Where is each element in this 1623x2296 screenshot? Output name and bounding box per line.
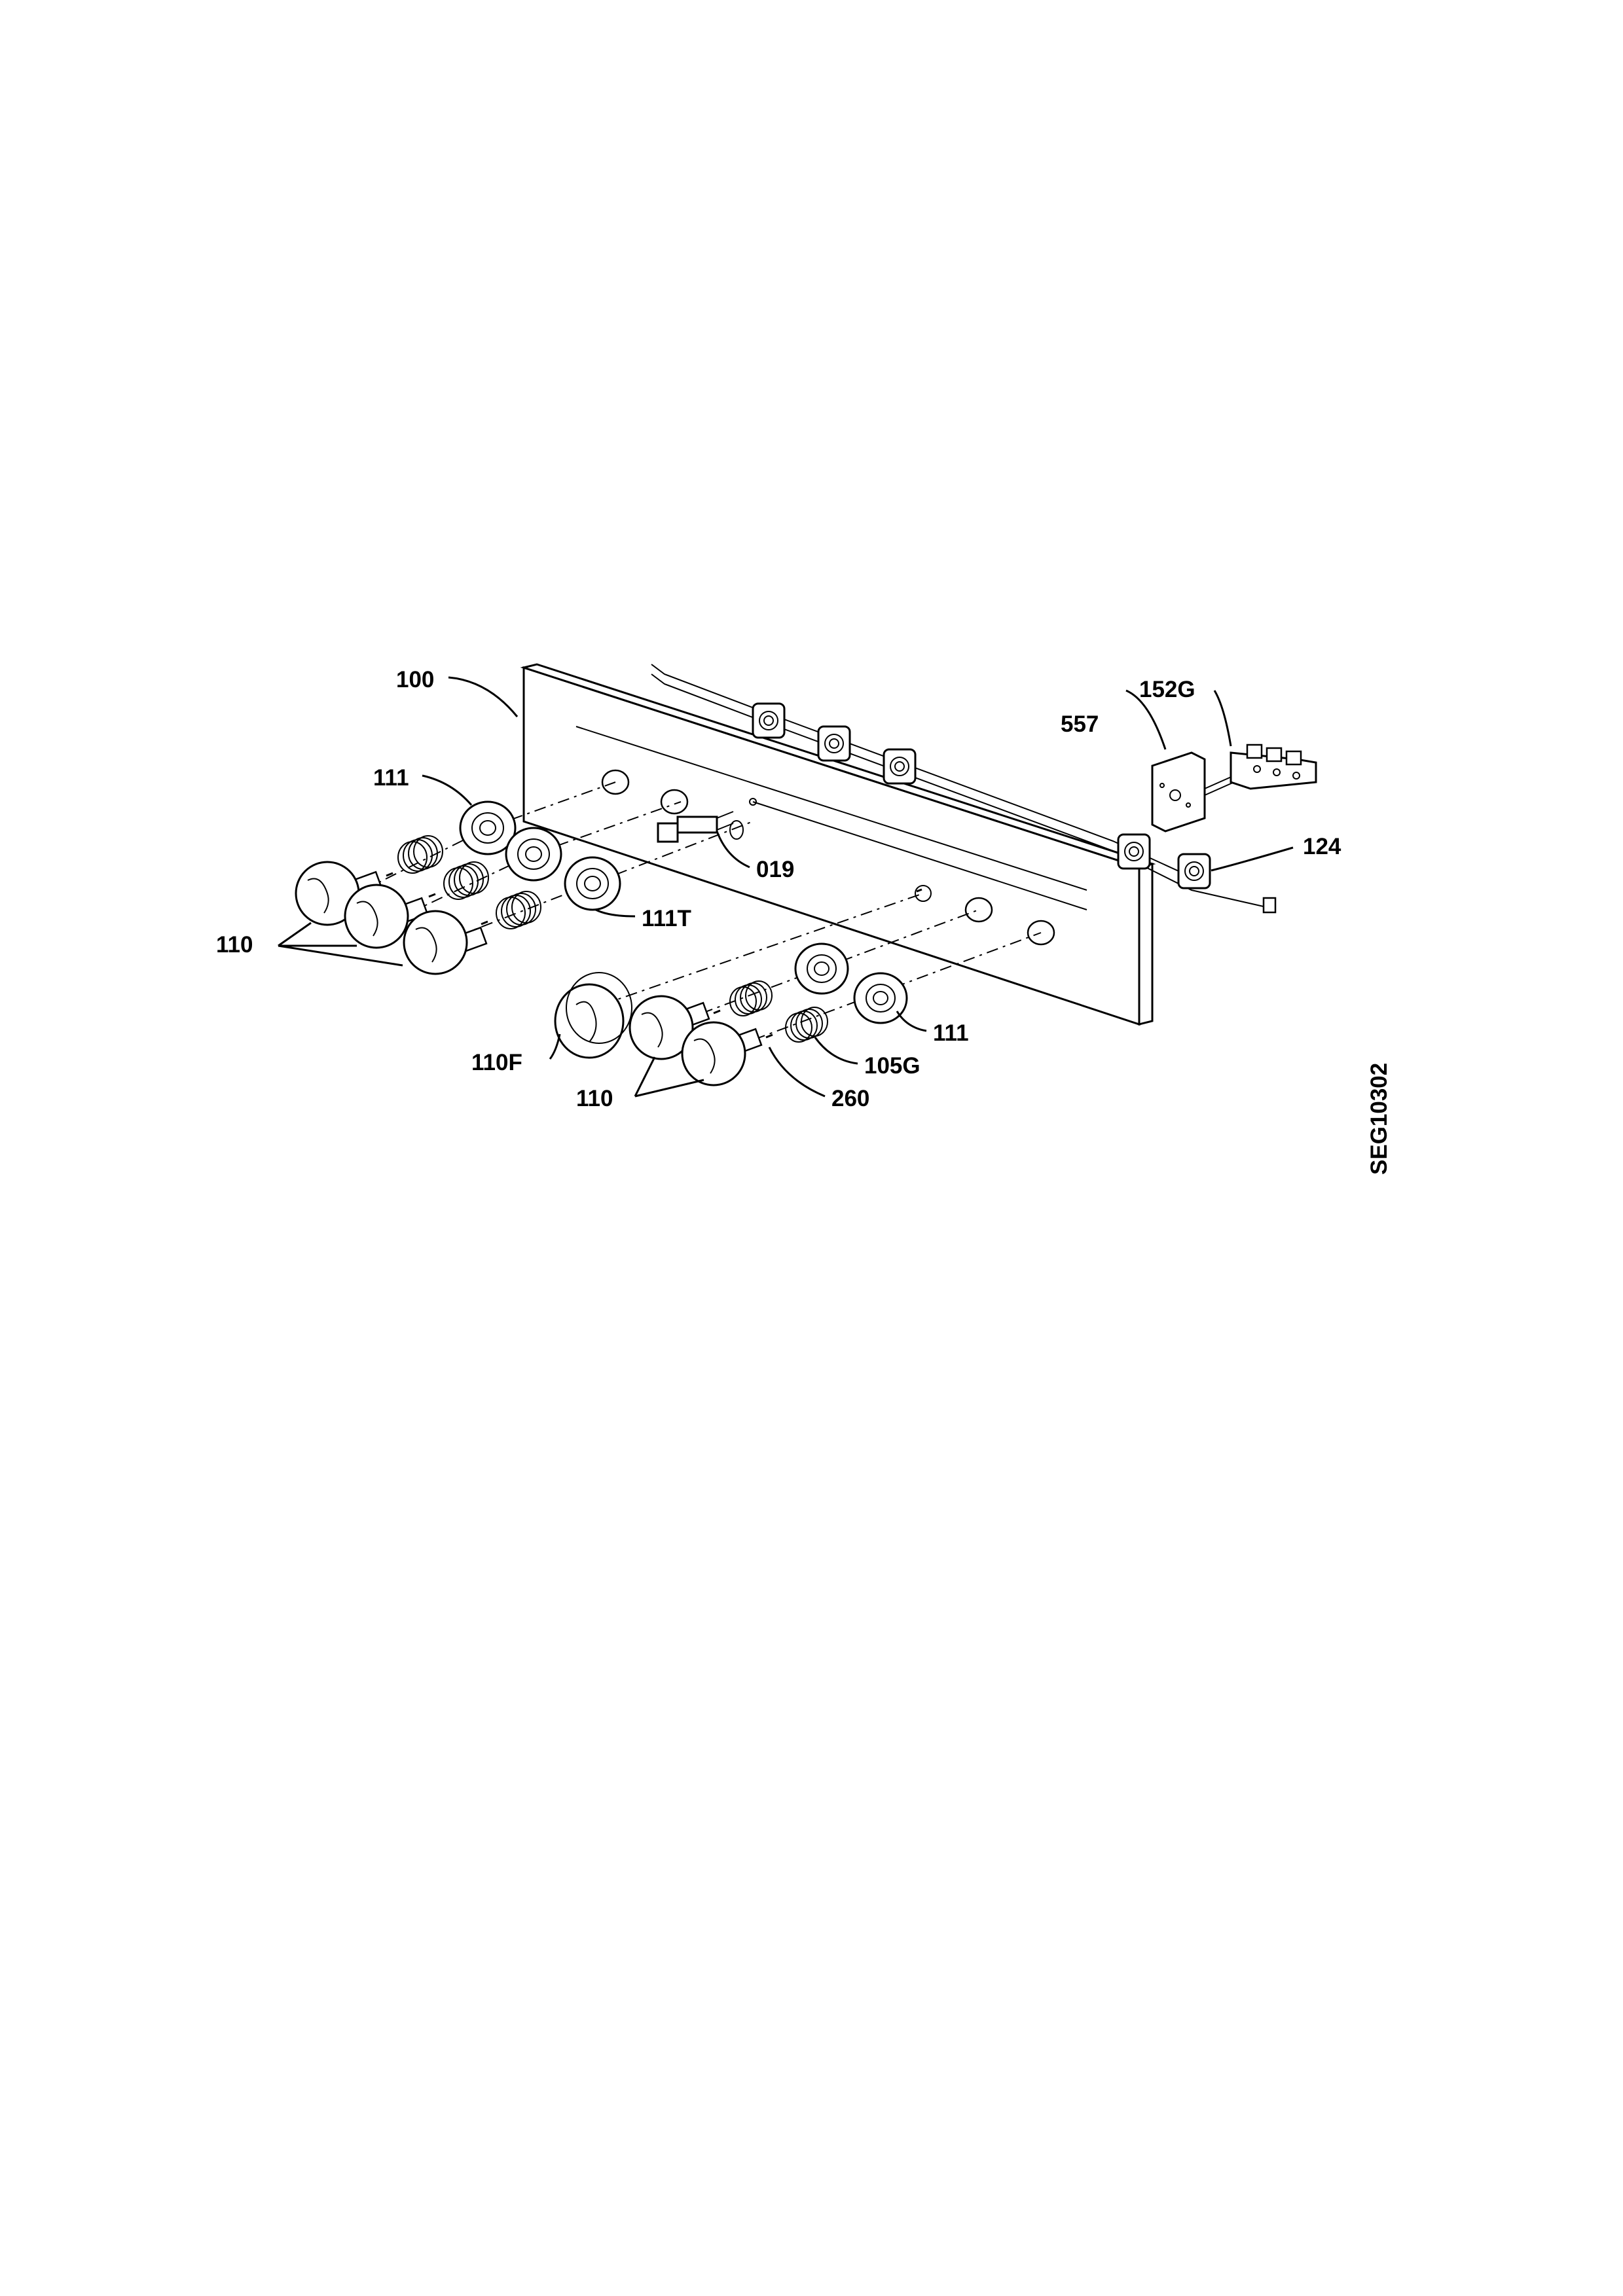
knob-lower-2	[681, 1021, 763, 1086]
label-ring-top: 111	[373, 765, 409, 791]
label-terminal: 152G	[1139, 677, 1195, 702]
ignition-switch	[657, 811, 744, 843]
center-lines	[363, 781, 1042, 1058]
pins	[386, 872, 922, 1039]
ring-lower-1	[794, 942, 849, 995]
switch-5	[1177, 853, 1211, 889]
label-spring: 105G	[864, 1053, 921, 1079]
bracket	[1151, 751, 1206, 833]
knob-upper-2	[344, 884, 429, 949]
spring-lower-2	[785, 1007, 828, 1043]
label-knobs-left: 110	[216, 932, 253, 958]
label-knob-special: 110F	[471, 1050, 522, 1075]
label-ring-right: 111	[933, 1020, 969, 1046]
ring-lower-2	[853, 972, 908, 1024]
knob-upper-3	[403, 910, 488, 975]
leader-lines	[278, 676, 1294, 1098]
ring-timer	[564, 856, 621, 911]
label-panel: 100	[396, 667, 434, 692]
ring-upper-2	[505, 827, 562, 882]
knob-upper-1	[295, 861, 383, 926]
label-wire: 124	[1303, 834, 1341, 859]
switch-2	[817, 725, 851, 762]
label-ring-timer: 111T	[642, 906, 691, 931]
spring-lower-1	[729, 980, 773, 1016]
label-knobs-bottom: 110	[576, 1086, 613, 1111]
knob-lower-1	[629, 995, 710, 1060]
spring-upper-2	[443, 861, 489, 900]
control-panel	[520, 663, 1156, 1026]
spring-upper-1	[397, 835, 443, 874]
switch-1	[752, 702, 786, 739]
label-ignition: 019	[756, 857, 794, 882]
spring-upper-3	[496, 891, 541, 929]
switch-4	[1117, 833, 1151, 870]
ring-upper-1	[459, 800, 517, 855]
label-pin: 260	[831, 1086, 869, 1111]
knob-special	[554, 972, 632, 1059]
wiring-harness	[651, 664, 1277, 914]
switch-3	[883, 748, 917, 785]
diagram-code: SEG10302	[1366, 1063, 1392, 1175]
label-bracket: 557	[1061, 711, 1099, 737]
terminal-block	[1204, 744, 1317, 796]
